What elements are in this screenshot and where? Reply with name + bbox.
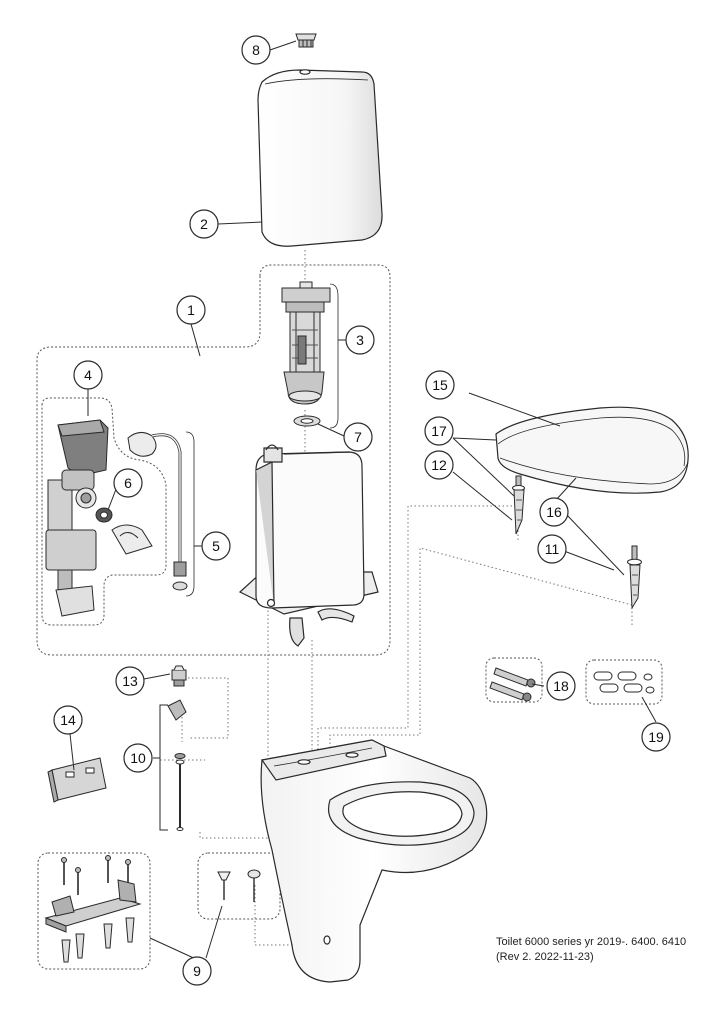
callout-8: 8	[241, 35, 271, 65]
gasket-part	[293, 415, 321, 427]
callout-10-label: 10	[130, 750, 146, 766]
group-9b-outline	[197, 852, 281, 920]
callout-19-label: 19	[648, 729, 664, 745]
callout-4-label: 4	[84, 367, 92, 383]
fill-valve-part	[45, 419, 195, 617]
flush-valve-part	[281, 281, 339, 429]
callout-6-label: 6	[124, 475, 132, 491]
flush-button-part	[295, 33, 317, 48]
bracket-part-14	[47, 757, 107, 803]
callout-4: 4	[73, 360, 103, 390]
callout-5: 5	[201, 531, 231, 561]
group-4-outline	[41, 397, 167, 626]
cistern-tank-part	[257, 69, 383, 247]
callout-13-label: 13	[122, 673, 138, 689]
caps-part-19	[593, 671, 655, 694]
callout-10: 10	[123, 743, 153, 773]
group-1-outline	[36, 264, 391, 656]
hinge-bolt-part-11	[627, 545, 642, 610]
hinge-bolt-part-12	[512, 475, 525, 535]
callout-3: 3	[345, 325, 375, 355]
cistern-body-part	[238, 444, 379, 647]
callout-18: 18	[546, 671, 576, 701]
callout-17-label: 17	[431, 423, 447, 439]
callout-1: 1	[176, 295, 206, 325]
callout-7-label: 7	[354, 429, 362, 445]
toilet-seat-part	[495, 406, 689, 494]
callout-2-label: 2	[200, 216, 208, 232]
caption-model-line: Toilet 6000 series yr 2019-. 6400. 6410	[496, 936, 687, 948]
callout-7: 7	[343, 422, 373, 452]
callout-17: 17	[424, 416, 454, 446]
callout-3-label: 3	[356, 332, 364, 348]
callout-16-label: 16	[546, 504, 562, 520]
callout-9-label: 9	[193, 963, 201, 979]
group-19-outline	[585, 659, 663, 705]
callout-2: 2	[189, 209, 219, 239]
callout-9: 9	[182, 956, 212, 986]
callout-14-label: 14	[60, 712, 76, 728]
callout-19: 19	[641, 722, 671, 752]
long-bolt-part-10	[167, 699, 187, 831]
callout-18-label: 18	[553, 678, 569, 694]
toilet-bowl-part	[260, 739, 488, 983]
nipple-part-13	[171, 665, 187, 687]
diagram-caption: Toilet 6000 series yr 2019-. 6400. 6410 …	[496, 935, 716, 965]
callout-6: 6	[113, 468, 143, 498]
group-9-outline	[37, 852, 151, 970]
callout-16: 16	[539, 497, 569, 527]
floor-fixing-part-9	[44, 855, 261, 963]
callout-14: 14	[53, 705, 83, 735]
caption-revision-line: (Rev 2. 2022-11-23)	[496, 951, 594, 963]
callout-11-label: 11	[545, 541, 560, 557]
callout-15: 15	[425, 370, 455, 400]
callout-15-label: 15	[432, 377, 448, 393]
callout-12-label: 12	[431, 457, 447, 473]
callout-12: 12	[424, 450, 454, 480]
fixing-screws-part-18	[489, 667, 536, 702]
callout-1-label: 1	[187, 302, 195, 318]
callout-13: 13	[115, 666, 145, 696]
callout-5-label: 5	[212, 538, 220, 554]
callout-11: 11	[537, 534, 567, 564]
group-18-outline	[485, 657, 543, 703]
callout-8-label: 8	[252, 42, 260, 58]
